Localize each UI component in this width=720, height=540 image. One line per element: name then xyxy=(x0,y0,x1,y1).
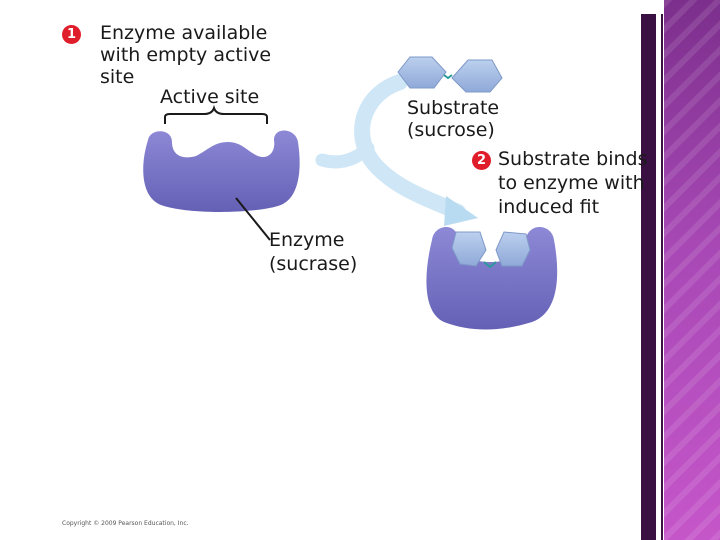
step-2-line-1: Substrate binds xyxy=(498,148,648,170)
reaction-arrow-branch xyxy=(315,141,375,169)
step-2-badge: 2 xyxy=(472,151,491,170)
step-1-line-1: Enzyme available xyxy=(100,22,268,44)
enzyme-empty xyxy=(143,130,300,212)
step-2-line-2: to enzyme with xyxy=(498,172,645,194)
slide-edge-line xyxy=(656,14,661,540)
active-site-label: Active site xyxy=(160,86,260,108)
enzyme-bound xyxy=(426,226,558,330)
enzyme-label-line-2: (sucrase) xyxy=(269,253,358,275)
enzyme-diagram xyxy=(143,56,558,330)
step-1-line-3: site xyxy=(100,66,135,88)
substrate-label-line-2: (sucrose) xyxy=(407,119,495,141)
decorative-side-pattern xyxy=(664,0,720,540)
copyright-notice: Copyright © 2009 Pearson Education, Inc. xyxy=(62,520,189,527)
enzyme-label-line-1: Enzyme xyxy=(269,229,345,251)
free-substrate xyxy=(397,56,503,93)
step-2-line-3: induced fit xyxy=(498,196,600,218)
reaction-arrow xyxy=(354,74,466,220)
step-1-line-2: with empty active xyxy=(100,44,272,66)
step-1-badge: 1 xyxy=(62,25,81,44)
substrate-label-line-1: Substrate xyxy=(407,97,500,119)
active-site-bracket xyxy=(164,104,268,124)
enzyme-leader-line xyxy=(235,197,271,241)
reaction-arrow-head xyxy=(444,196,478,226)
